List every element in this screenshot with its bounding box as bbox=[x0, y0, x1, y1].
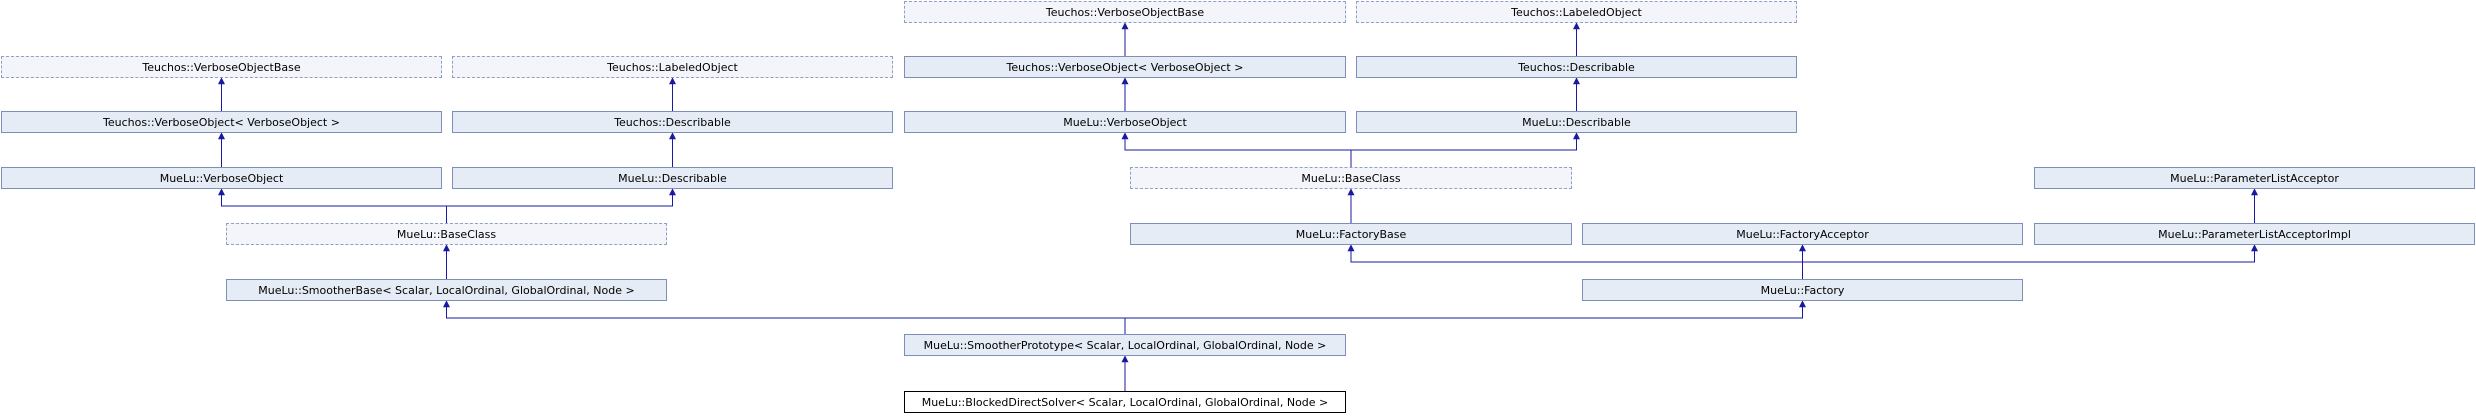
inheritance-edge-n21-to-n20 bbox=[1124, 300, 1806, 334]
class-node-teuchos-labeledobject-left[interactable]: Teuchos::LabeledObject bbox=[452, 56, 893, 78]
class-node-muelu-verboseobject-right[interactable]: MueLu::VerboseObject bbox=[904, 111, 1346, 133]
inheritance-edge-n21-to-n19 bbox=[443, 300, 1126, 334]
inheritance-edge-n20-to-n16 bbox=[1347, 244, 1803, 279]
class-node-teuchos-describable-right[interactable]: Teuchos::Describable bbox=[1356, 56, 1797, 78]
class-node-muelu-describable-right[interactable]: MueLu::Describable bbox=[1356, 111, 1797, 133]
class-node-teuchos-verboseobject-left[interactable]: Teuchos::VerboseObject< VerboseObject > bbox=[1, 111, 442, 133]
class-node-teuchos-verboseobjectbase-left[interactable]: Teuchos::VerboseObjectBase bbox=[1, 56, 442, 78]
class-node-muelu-verboseobject-left[interactable]: MueLu::VerboseObject bbox=[1, 167, 442, 189]
inheritance-edge-n15-to-n11 bbox=[1121, 132, 1352, 167]
class-node-muelu-parameterlistacceptorimpl[interactable]: MueLu::ParameterListAcceptorImpl bbox=[2034, 223, 2475, 245]
inheritance-edge-n20-to-n18 bbox=[1802, 244, 2258, 279]
class-node-muelu-factorybase[interactable]: MueLu::FactoryBase bbox=[1130, 223, 1572, 245]
class-node-muelu-baseclass-right[interactable]: MueLu::BaseClass bbox=[1130, 167, 1572, 189]
inheritance-edge-n13-to-n10 bbox=[446, 188, 676, 223]
class-node-muelu-factoryacceptor[interactable]: MueLu::FactoryAcceptor bbox=[1582, 223, 2023, 245]
class-node-teuchos-describable-left[interactable]: Teuchos::Describable bbox=[452, 111, 893, 133]
class-node-muelu-baseclass-left[interactable]: MueLu::BaseClass bbox=[226, 223, 667, 245]
class-node-muelu-smootherbase[interactable]: MueLu::SmootherBase< Scalar, LocalOrdina… bbox=[226, 279, 667, 301]
inheritance-edge-n13-to-n9 bbox=[218, 188, 447, 223]
inheritance-edge-n15-to-n12 bbox=[1350, 132, 1580, 167]
class-node-muelu-parameterlistacceptor[interactable]: MueLu::ParameterListAcceptor bbox=[2034, 167, 2475, 189]
class-node-teuchos-labeledobject-top[interactable]: Teuchos::LabeledObject bbox=[1356, 1, 1797, 23]
class-node-muelu-describable-left[interactable]: MueLu::Describable bbox=[452, 167, 893, 189]
class-node-muelu-blockeddirectsolver-current[interactable]: MueLu::BlockedDirectSolver< Scalar, Loca… bbox=[904, 391, 1346, 413]
class-node-muelu-smootherprototype[interactable]: MueLu::SmootherPrototype< Scalar, LocalO… bbox=[904, 334, 1346, 356]
class-node-teuchos-verboseobjectbase-top[interactable]: Teuchos::VerboseObjectBase bbox=[904, 1, 1346, 23]
class-node-muelu-factory[interactable]: MueLu::Factory bbox=[1582, 279, 2023, 301]
class-node-teuchos-verboseobject-right[interactable]: Teuchos::VerboseObject< VerboseObject > bbox=[904, 56, 1346, 78]
